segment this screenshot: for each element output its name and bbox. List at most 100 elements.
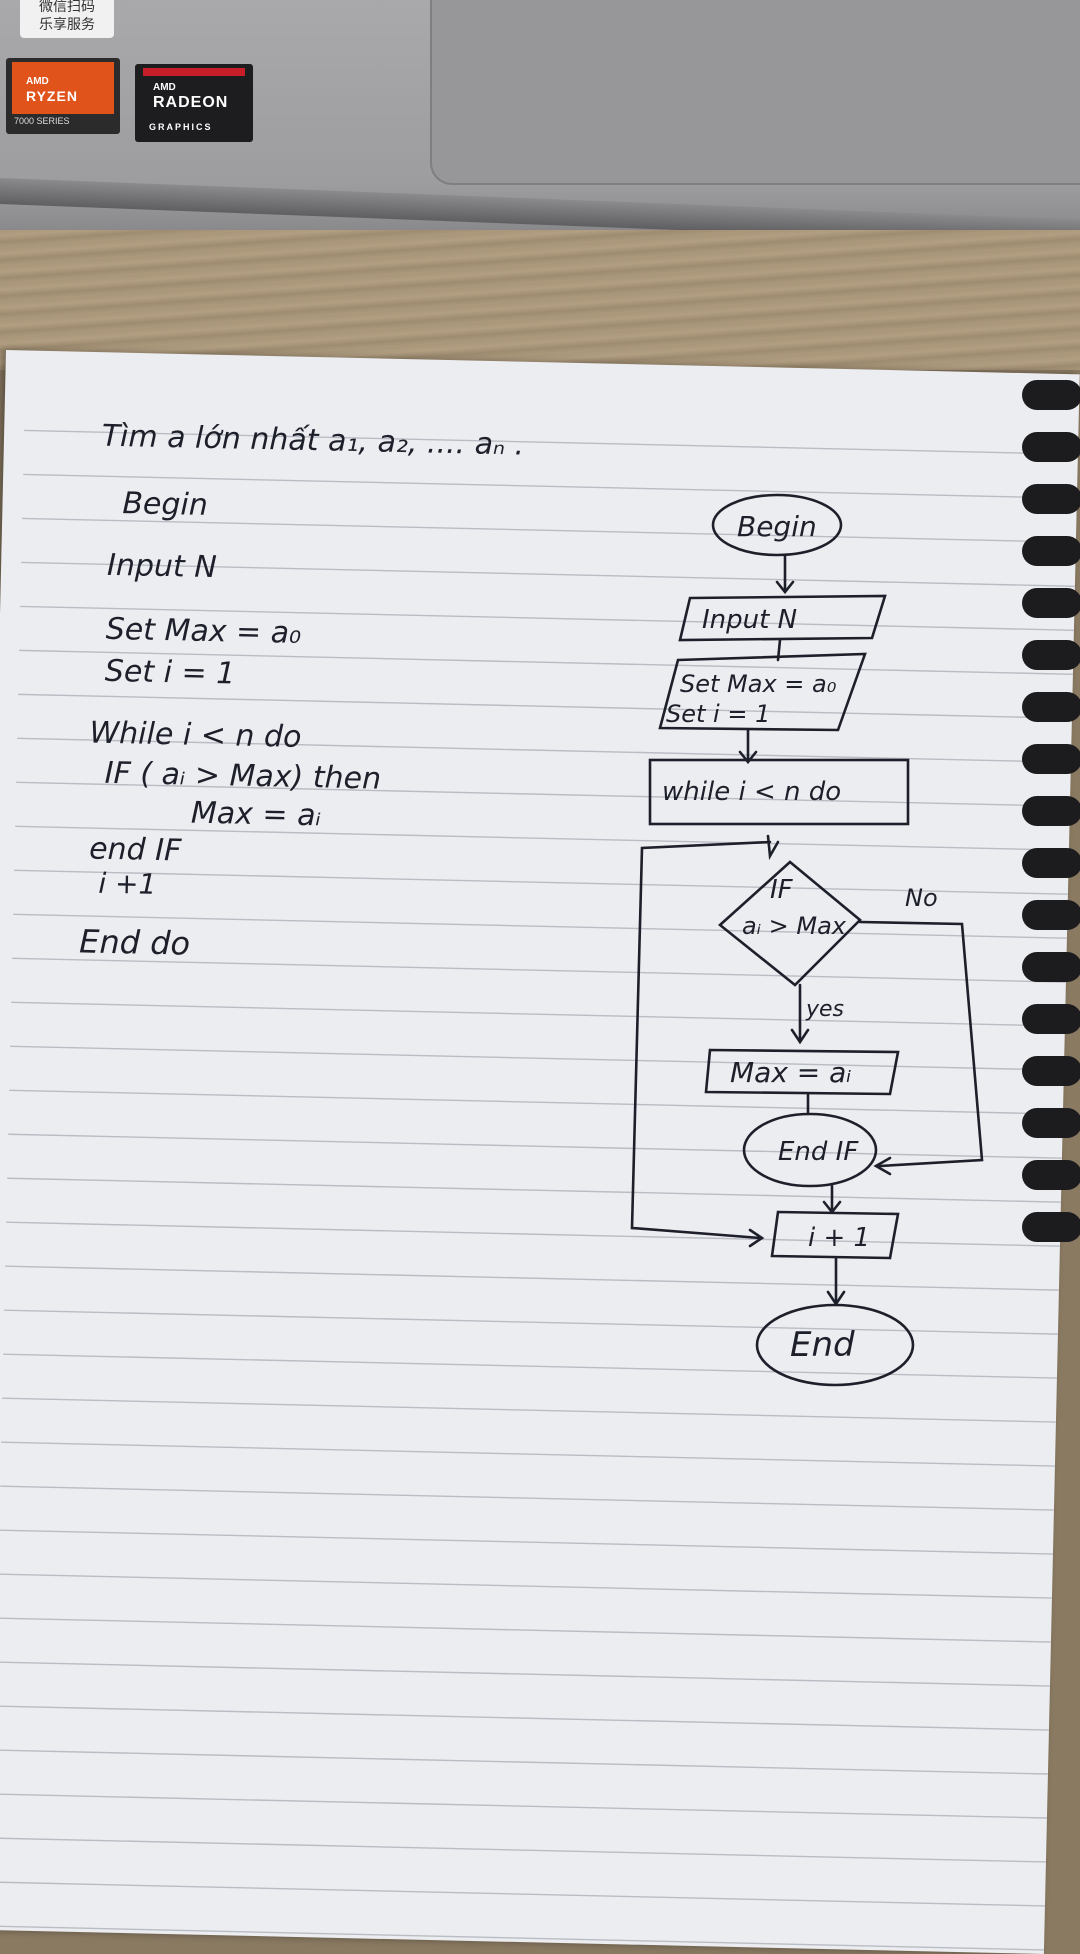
page-rule-line	[1, 1441, 1055, 1467]
flow-arrowhead-1	[775, 580, 795, 595]
flow-while-label: while i < n do	[662, 777, 841, 807]
flow-endif-label: End IF	[778, 1137, 859, 1167]
page-rule-line	[24, 429, 1078, 456]
page-rule-line	[0, 1793, 1047, 1819]
flowchart	[630, 493, 984, 1387]
notes-line-while: While i < n do	[89, 715, 302, 754]
flow-assign-box	[704, 1048, 900, 1096]
notebook-page	[0, 350, 1080, 1954]
flow-assign-label: Max = aᵢ	[730, 1056, 851, 1089]
flow-end-oval	[755, 1303, 915, 1387]
flow-yes-arrowhead	[790, 1028, 810, 1045]
flow-set-max-label: Set Max = a₀	[680, 670, 837, 698]
flow-set-box	[658, 652, 867, 732]
flow-arrowhead-3	[738, 750, 758, 765]
page-rule-line	[0, 1881, 1045, 1907]
page-rule-line	[8, 1133, 1062, 1159]
radeon-sticker-brand: AMD	[153, 82, 176, 93]
amd-radeon-sticker: AMD RADEON GRAPHICS	[135, 64, 253, 142]
flow-loop-arrowhead	[748, 1228, 765, 1248]
amd-ryzen-sticker: AMD RYZEN 7000 SERIES	[6, 58, 120, 134]
page-rule-line	[0, 1529, 1053, 1555]
radeon-sticker-bar	[143, 68, 245, 76]
wooden-desk	[0, 230, 1080, 370]
flow-increment-box	[770, 1210, 900, 1260]
page-rule-line	[0, 1837, 1046, 1863]
page-rule-line	[22, 517, 1076, 544]
flow-loop-back	[630, 840, 772, 1240]
flow-no-arrowhead	[873, 1156, 892, 1176]
page-rule-line	[0, 1749, 1048, 1775]
flow-begin-label: Begin	[737, 510, 817, 543]
radeon-sticker-name: RADEON	[153, 94, 229, 111]
spiral-ring	[1022, 796, 1080, 826]
notes-line-increment: i +1	[98, 867, 157, 901]
notes-line-endif: end IF	[89, 832, 183, 869]
radeon-sticker-sub: GRAPHICS	[149, 122, 213, 132]
page-rule-line	[13, 913, 1067, 939]
notes-line-assign: Max = aᵢ	[191, 796, 322, 834]
flow-if-diamond	[717, 860, 862, 987]
page-rule-line	[23, 473, 1077, 500]
spiral-ring	[1022, 1056, 1080, 1086]
flow-increment-label: i + 1	[808, 1223, 870, 1253]
page-rule-line	[19, 649, 1073, 675]
page-rule-line	[6, 1221, 1060, 1247]
page-rule-line	[4, 1309, 1058, 1335]
flow-input-box	[678, 594, 887, 642]
page-rule-line	[0, 1573, 1052, 1599]
page-rule-line	[10, 1045, 1064, 1071]
flow-input-label: Input N	[702, 605, 797, 635]
flow-endif-oval	[742, 1112, 878, 1188]
wechat-sticker: 微信扫码 乐享服务	[20, 0, 114, 38]
page-rule-line	[0, 1617, 1051, 1643]
spiral-ring	[1022, 640, 1080, 670]
flow-if-condition: aᵢ > Max	[742, 912, 847, 940]
ryzen-sticker-brand: AMD	[26, 76, 49, 87]
page-rule-line	[0, 1925, 1044, 1951]
flow-no-label: No	[905, 884, 938, 912]
spiral-ring	[1022, 900, 1080, 930]
notes-line-begin: Begin	[122, 486, 208, 523]
page-rule-line	[20, 605, 1074, 632]
spiral-ring	[1022, 848, 1080, 878]
spiral-ring	[1022, 1004, 1080, 1034]
page-rule-line	[7, 1177, 1061, 1203]
wechat-sticker-text: 微信扫码 乐享服务	[39, 0, 95, 33]
page-rule-line	[2, 1397, 1056, 1423]
ryzen-sticker-series: 7000 SERIES	[14, 116, 70, 126]
notebook-spiral	[1022, 380, 1080, 1280]
flow-end-label: End	[790, 1325, 855, 1365]
page-rule-line	[18, 693, 1072, 719]
page-rule-line	[12, 957, 1066, 983]
page-rule-line	[0, 1485, 1054, 1511]
page-rule-line	[11, 1001, 1065, 1027]
ryzen-sticker-face: AMD RYZEN	[12, 62, 114, 114]
page-rule-line	[0, 1661, 1050, 1687]
spiral-ring	[1022, 380, 1080, 410]
notes-line-set-i: Set i = 1	[105, 654, 236, 692]
notes-title: Tìm a lớn nhất a₁, a₂, .... aₙ .	[101, 419, 524, 463]
spiral-ring	[1022, 692, 1080, 722]
spiral-ring	[1022, 1212, 1080, 1242]
notes-line-input: Input N	[107, 548, 217, 585]
laptop-touchpad	[430, 0, 1080, 185]
spiral-ring	[1022, 1160, 1080, 1190]
ryzen-sticker-name: RYZEN	[26, 88, 78, 104]
flow-set-i-label: Set i = 1	[666, 700, 770, 728]
flow-begin-oval	[711, 493, 843, 557]
spiral-ring	[1022, 952, 1080, 982]
page-rule-line	[14, 869, 1068, 895]
flow-arrowhead-4	[766, 834, 780, 861]
notes-line-if: IF ( aᵢ > Max) then	[104, 756, 381, 797]
page-rule-line	[0, 1705, 1049, 1731]
flow-yes-label: yes	[805, 997, 844, 1022]
notebook-rules	[0, 429, 1078, 1951]
flow-no-branch	[858, 920, 984, 1168]
spiral-ring	[1022, 432, 1080, 462]
page-rule-line	[21, 561, 1075, 588]
spiral-ring	[1022, 588, 1080, 618]
page-rule-line	[16, 781, 1070, 807]
spiral-ring	[1022, 1108, 1080, 1138]
spiral-ring	[1022, 484, 1080, 514]
